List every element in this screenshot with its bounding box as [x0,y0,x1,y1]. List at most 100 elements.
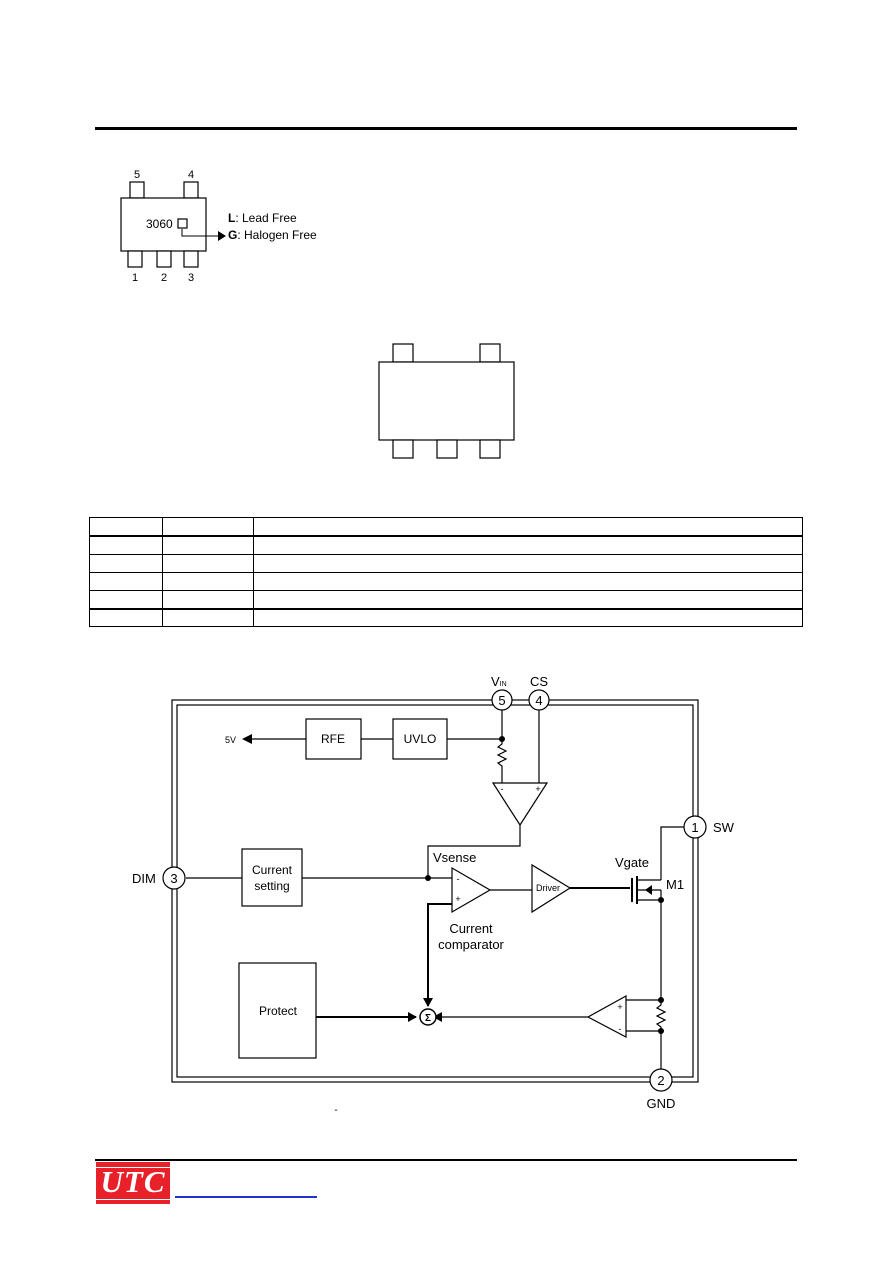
rfe-label: RFE [321,732,345,746]
caption-dash: - [334,1105,337,1116]
arrow-left-icon [433,1012,442,1022]
table-cell [253,572,803,591]
summing-node [419,1008,437,1026]
five-v-label: 5V [225,735,236,745]
vgate-label: Vgate [615,855,649,870]
table-row [89,554,803,573]
table-cell [89,608,163,627]
marking-option-box [177,218,188,229]
package-pin-2 [436,439,458,459]
marking-pin-2-label: 2 [161,272,167,284]
protect-label: Protect [259,1004,298,1018]
driver-label: Driver [536,883,560,893]
table-cell [89,572,163,591]
cs-pin [528,689,550,711]
marking-pin-5-label: 5 [134,169,140,181]
marking-pin-3 [183,250,199,268]
vin-label-subscript: IN [500,681,507,688]
package-body [378,361,515,441]
footer-rule [95,1159,797,1161]
uvlo-label: UVLO [404,732,437,746]
legend-g-key: G [228,228,237,242]
marking-pin-2 [156,250,172,268]
sense-amp-plus: + [535,784,540,794]
package-pin-1 [392,439,414,459]
svg-text:G: Halogen Free: G: Halogen Free [228,228,317,242]
dim-pin [162,866,186,890]
vin-pin [491,689,513,711]
vin-pin-number: 5 [498,693,505,708]
marking-pin-5 [129,181,145,199]
table-row [89,608,803,627]
comparator-label-2: comparator [438,937,504,952]
svg-text:VIN: VIN [491,674,507,689]
table-cell [162,535,254,555]
svg-text:L: Lead Free: L: Lead Free [228,211,297,225]
current-setting-block [241,848,303,907]
current-setting-label-2: setting [254,879,289,893]
dim-pin-number: 3 [170,871,177,886]
sense-amplifier [491,782,549,827]
arrow-right-icon [408,1012,417,1022]
utc-logo-text: UTC [100,1164,166,1199]
table-cell [253,590,803,610]
marking-pin-1-label: 1 [132,272,138,284]
arrow-down-icon [423,998,433,1007]
uvlo-block [392,718,448,760]
package-outline [378,343,515,459]
pin-description-table [89,517,803,627]
lower-amp-minus: - [619,1024,622,1034]
table-row [89,535,803,555]
comparator-plus: + [455,894,460,904]
comparator-minus: - [457,874,460,884]
marking-code: 3060 [146,217,173,231]
lower-amp-plus: + [617,1002,622,1012]
website-link[interactable] [175,1196,317,1198]
sw-label: SW [713,820,735,835]
output-arrow-icon [242,734,252,744]
table-cell [162,608,254,627]
table-cell [253,535,803,555]
vin-label: V [491,674,500,689]
marking-diagram: 5 4 1 2 3 3060 L: Lead Free G: Halogen F… [120,169,317,284]
legend-l-text: : Lead Free [235,211,297,225]
cs-label: CS [530,674,548,689]
table-cell [89,590,163,610]
inner-frame [176,704,694,1078]
gnd-pin [649,1068,673,1092]
current-setting-label-1: Current [252,863,293,877]
gnd-pin-number: 2 [657,1073,664,1088]
table-cell [253,554,803,573]
table-row [89,517,803,537]
table-cell [89,535,163,555]
sense-amp-minus: - [501,784,504,794]
legend-l-key: L [228,211,235,225]
package-pin-5 [392,343,414,363]
block-diagram: - + RFE UVLO 5V Current setting Protect … [132,674,735,1116]
cs-pin-number: 4 [535,693,542,708]
table-cell [162,554,254,573]
header-rule [95,127,797,130]
vsense-label: Vsense [433,850,476,865]
marking-pin-3-label: 3 [188,272,194,284]
marking-pin-1 [127,250,143,268]
table-cell [162,517,254,537]
table-row [89,572,803,591]
protect-block [238,962,317,1059]
marking-pin-4-label: 4 [188,169,194,181]
table-cell [253,517,803,537]
table-cell [162,572,254,591]
rfe-block [305,718,362,760]
package-pin-4 [479,343,501,363]
mosfet-arrow-icon [645,885,652,895]
table-cell [89,554,163,573]
utc-logo: UTC [96,1162,170,1204]
legend-g-text: : Halogen Free [237,228,317,242]
table-row [89,590,803,610]
marking-pin-4 [183,181,199,199]
current-comparator [451,866,492,914]
dim-label: DIM [132,871,156,886]
gnd-label: GND [647,1096,676,1111]
package-pin-3 [479,439,501,459]
comparator-label-1: Current [449,921,493,936]
